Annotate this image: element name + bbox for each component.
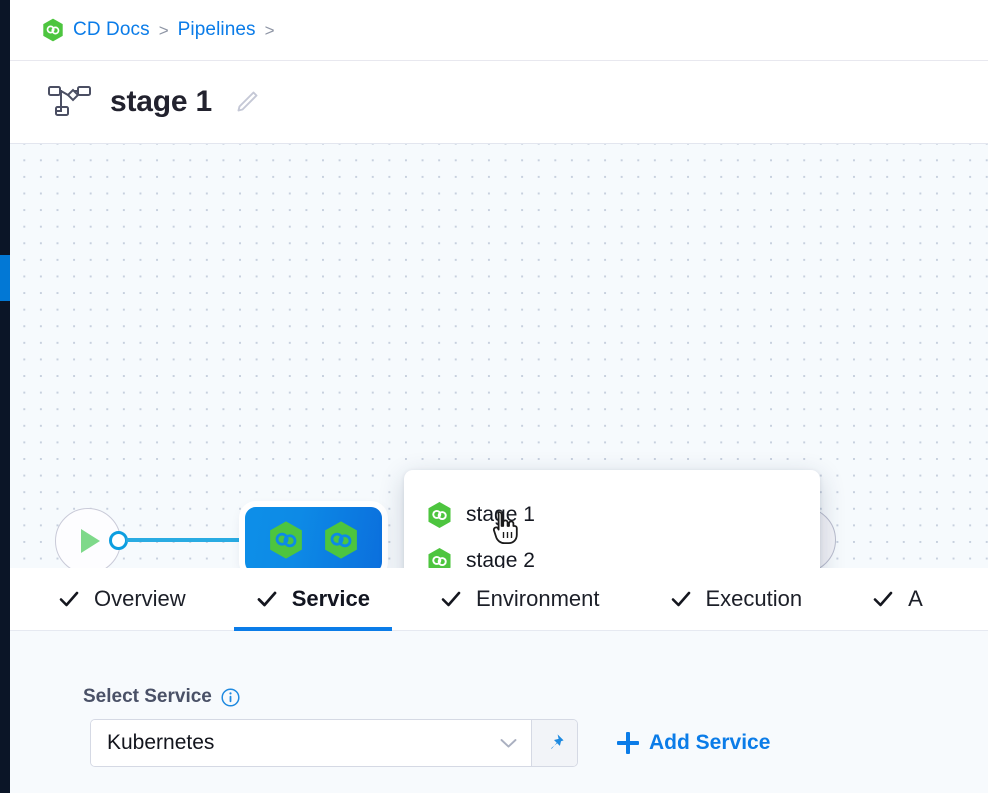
tab-label: Execution <box>705 586 803 611</box>
tab-label: Service <box>291 586 370 611</box>
tab-overview[interactable]: Overview <box>36 568 208 631</box>
pipeline-nodes-icon <box>48 86 91 116</box>
check-icon <box>671 591 690 607</box>
breadcrumb-separator: > <box>158 20 169 40</box>
tab-execution[interactable]: Execution <box>648 568 825 631</box>
left-nav-active-indicator <box>0 255 10 301</box>
pipeline-canvas[interactable]: stage 1 + 1 more stages Add Stage stage … <box>10 144 988 568</box>
popup-item-stage-2[interactable]: stage 2 <box>404 538 820 568</box>
breadcrumb-link-cd-docs[interactable]: CD Docs <box>73 19 150 40</box>
harness-hexagon-icon <box>428 548 451 568</box>
select-service-value: Kubernetes <box>107 731 215 754</box>
add-service-label: Add Service <box>649 731 771 754</box>
select-service-control[interactable]: Kubernetes <box>90 719 578 767</box>
check-icon <box>873 591 893 607</box>
pencil-icon[interactable] <box>234 89 260 115</box>
page-header: stage 1 <box>10 61 988 144</box>
breadcrumb-separator: > <box>264 20 275 40</box>
pin-icon <box>550 734 564 749</box>
page-title: stage 1 <box>110 85 212 118</box>
stage-config-tabs: Overview Service Environment Execution A <box>10 568 988 631</box>
popup-item-stage-1[interactable]: stage 1 <box>404 492 820 538</box>
harness-hexagon-icon <box>324 521 357 559</box>
pin-service-button[interactable] <box>531 720 577 766</box>
tab-service[interactable]: Service <box>233 568 393 631</box>
pipeline-edge <box>126 538 248 542</box>
select-service-label-row: Select Service <box>83 686 240 708</box>
select-service-dropdown[interactable]: Kubernetes <box>91 720 531 766</box>
tab-environment[interactable]: Environment <box>418 568 622 631</box>
popup-item-label: stage 2 <box>466 549 535 568</box>
breadcrumb-link-pipelines[interactable]: Pipelines <box>177 19 256 40</box>
stage-group-node[interactable] <box>245 507 382 568</box>
breadcrumb: CD Docs > Pipelines > <box>10 0 988 61</box>
harness-hexagon-icon <box>428 502 451 528</box>
add-service-button[interactable]: Add Service <box>617 731 770 755</box>
check-icon <box>441 591 461 607</box>
stage-list-popup[interactable]: stage 1 stage 2 <box>404 470 820 568</box>
tab-label: A <box>908 586 923 611</box>
pointing-hand-cursor <box>492 511 518 544</box>
tab-advanced[interactable]: A <box>850 568 945 631</box>
check-icon <box>257 591 277 607</box>
harness-hexagon-icon <box>270 521 303 559</box>
play-icon <box>81 529 100 553</box>
tab-label: Overview <box>94 586 186 611</box>
check-icon <box>59 591 79 607</box>
info-icon[interactable] <box>221 687 240 707</box>
service-form-panel: Select Service Kubernetes Add <box>10 631 988 793</box>
left-nav-rail <box>0 0 10 793</box>
tab-label: Environment <box>475 586 600 611</box>
harness-hexagon-icon <box>43 18 63 42</box>
plus-icon <box>617 732 639 754</box>
chevron-down-icon[interactable] <box>500 738 517 749</box>
select-service-label: Select Service <box>83 686 212 707</box>
